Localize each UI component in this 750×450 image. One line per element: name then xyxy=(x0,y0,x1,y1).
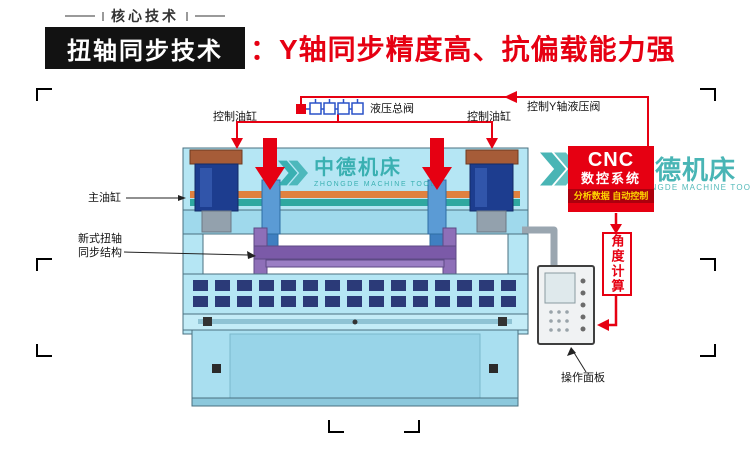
label-torsion-line2: 同步结构 xyxy=(78,247,122,259)
hydraulic-valve-icon xyxy=(296,99,364,115)
label-control-y-valve: 控制Y轴液压阀 xyxy=(527,101,601,113)
press-arrow-left-icon xyxy=(255,138,285,190)
brand-name-cn: 中德机床 xyxy=(314,157,402,179)
kicker-tick-right xyxy=(186,11,188,21)
cnc-subtitle: 数控系统 xyxy=(580,171,641,186)
label-hydraulic-main-valve: 液压总阀 xyxy=(370,103,414,115)
brand-name-en: ZHONGDE MACHINE TOOL xyxy=(314,181,436,188)
crop-mark xyxy=(36,258,52,271)
page-title-badge: 扭轴同步技术 xyxy=(45,27,245,69)
page-subtitle: ：Y轴同步精度高、抗偏载能力强 xyxy=(250,34,676,65)
label-torsion-line1: 新式扭轴 xyxy=(78,233,122,245)
operation-panel-device xyxy=(537,265,595,345)
kicker-line-right xyxy=(195,15,225,17)
label-control-cylinder-left: 控制油缸 xyxy=(213,111,257,123)
crop-mark xyxy=(36,344,52,357)
crop-mark xyxy=(700,344,716,357)
brand-watermark-center: 中德机床 ZHONGDE MACHINE TOOL xyxy=(278,158,436,188)
crop-mark xyxy=(700,258,716,271)
brand-chevron-icon xyxy=(278,160,308,186)
brand-name-en: ZHONGDE MACHINE TOOL xyxy=(630,183,750,192)
cnc-caption: 分析数据 自动控制 xyxy=(568,189,654,203)
kicker: 核心技术 xyxy=(45,6,245,26)
kicker-text: 核心技术 xyxy=(111,8,179,24)
label-main-cylinder: 主油缸 xyxy=(88,192,121,204)
cnc-title: CNC xyxy=(587,149,635,171)
crop-mark xyxy=(404,420,420,433)
crop-mark xyxy=(328,420,344,433)
crop-mark xyxy=(36,88,52,101)
cnc-system-box: CNC 数控系统 分析数据 自动控制 xyxy=(568,146,654,212)
kicker-line-left xyxy=(65,15,95,17)
label-operation-panel: 操作面板 xyxy=(561,372,605,384)
label-control-cylinder-right: 控制油缸 xyxy=(467,111,511,123)
press-arrow-right-icon xyxy=(422,138,452,190)
label-torsion-structure: 新式扭轴 同步结构 xyxy=(78,232,122,260)
kicker-tick-left xyxy=(102,11,104,21)
pipe-to-panel xyxy=(522,226,558,266)
crop-mark xyxy=(700,88,716,101)
angle-calc-box: 角度计算 xyxy=(602,232,632,296)
